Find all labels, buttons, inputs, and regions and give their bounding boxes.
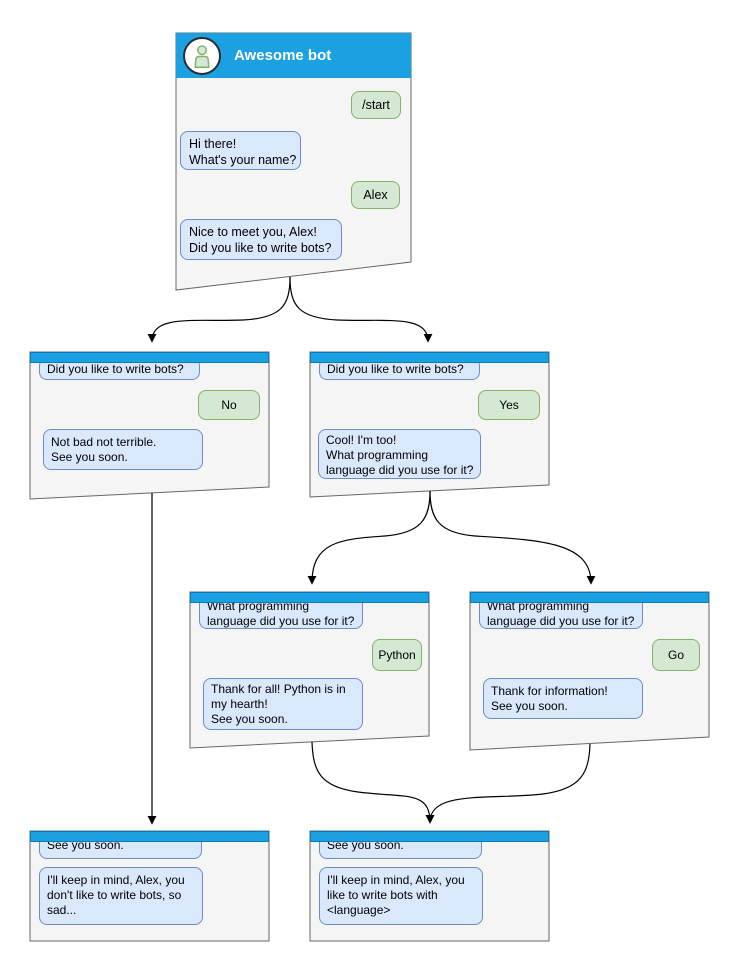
node-panels — [29, 32, 710, 942]
edge-go-to-end — [425, 743, 591, 824]
message-bubble-bot: Cool! I'm too! What programming language… — [318, 429, 481, 479]
message-bubble-bot: I'll keep in mind, Alex, you don't like … — [39, 867, 203, 925]
message-bubble-user: Alex — [351, 181, 400, 209]
edge-yes-to-python — [307, 490, 431, 585]
bot-title: Awesome bot — [234, 47, 332, 64]
message-bubble-user: Yes — [478, 390, 540, 420]
edge-start-to-yes — [289, 276, 433, 343]
branch-no-header-strip — [30, 352, 269, 363]
message-bubble-bot: Thank for all! Python is in my hearth! S… — [203, 678, 363, 730]
message-bubble-bot: Not bad not terrible. See you soon. — [43, 429, 203, 470]
message-bubble-bot: Did you like to write bots? — [39, 358, 200, 380]
end-no-header-strip — [30, 831, 269, 842]
message-bubble-bot: Thank for information! See you soon. — [483, 678, 643, 719]
edge-start-to-no — [147, 276, 291, 343]
message-bubble-bot: I'll keep in mind, Alex, you like to wri… — [319, 867, 483, 925]
lang-go-header-strip — [470, 592, 709, 603]
branch-yes-header-strip — [310, 352, 549, 363]
edge-python-to-end — [311, 741, 435, 824]
bot-avatar — [183, 36, 221, 75]
flow-edges — [147, 276, 596, 825]
person-icon — [194, 44, 210, 68]
start-node-header: Awesome bot — [176, 33, 411, 78]
message-bubble-user: No — [198, 390, 260, 420]
message-bubble-bot: Hi there! What's your name? — [180, 131, 301, 170]
message-bubble-user: Go — [652, 639, 700, 671]
edge-yes-to-go — [429, 490, 596, 585]
end-yes-header-strip — [310, 831, 549, 842]
message-bubble-user: /start — [351, 91, 401, 119]
message-bubble-bot: Nice to meet you, Alex! Did you like to … — [180, 219, 342, 260]
message-bubble-user: Python — [372, 639, 422, 671]
lang-python-header-strip — [190, 592, 429, 603]
